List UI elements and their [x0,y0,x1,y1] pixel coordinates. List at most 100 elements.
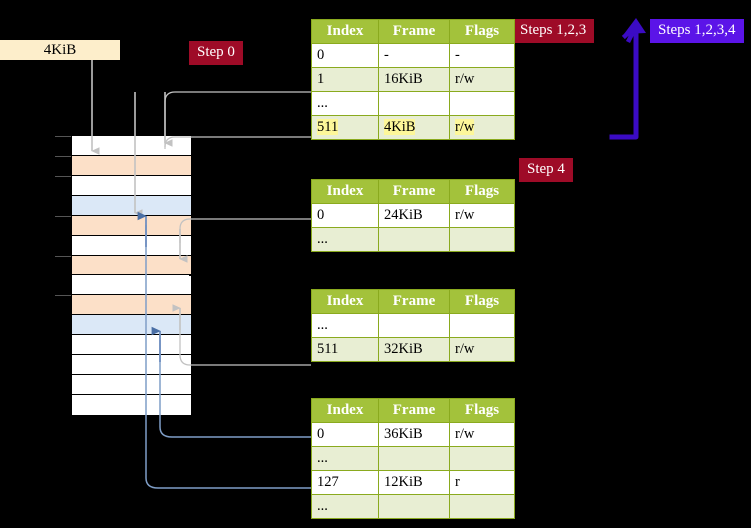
steps-bracket-arrowhead [624,18,646,34]
cell-flags: r/w [449,337,515,362]
cell-frame [378,313,450,338]
memory-frame-row [72,275,191,296]
memory-frame-row [72,175,191,196]
cell-index: ... [311,313,379,338]
cell-frame: 36KiB [378,422,450,447]
cell-frame [378,446,450,471]
memory-frame-row [72,355,191,376]
step4-badge: Step 4 [519,158,573,182]
memory-frame-row [72,235,191,256]
cell-flags [449,227,515,252]
table-row: ... [311,313,515,338]
memory-row-tick [55,136,71,137]
cell-flags [449,313,515,338]
frame-size-label: 4KiB [43,42,77,58]
column-header-flags: Flags [449,179,515,204]
step4-label: Step 4 [527,161,565,177]
column-header-index: Index [311,19,379,44]
step0-label: Step 0 [197,44,235,60]
column-header-flags: Flags [449,19,515,44]
cell-index: 0 [311,203,379,228]
step0-badge: Step 0 [189,41,243,65]
steps1234-label: Steps 1,2,3,4 [658,22,736,38]
steps123-badge: Steps 1,2,3 [512,19,595,43]
highlighted-value: 4KiB [384,119,416,135]
column-header-frame: Frame [378,179,450,204]
cell-flags [449,446,515,471]
cell-frame [378,91,450,116]
connector-t2-row0 [179,218,311,243]
cell-flags: - [449,43,515,68]
column-header-flags: Flags [449,289,515,314]
connector-t3-row511 [179,330,311,366]
highlighted-value: r/w [455,119,475,135]
column-header-index: Index [311,398,379,423]
memory-frame-row [72,295,191,316]
cell-index: ... [311,91,379,116]
cell-index: 511 [311,115,379,140]
cell-flags: r [449,470,515,495]
memory-frame-row [72,255,191,276]
column-header-frame: Frame [378,289,450,314]
table-row: ... [311,494,515,519]
cell-frame: 12KiB [378,470,450,495]
cell-index: 0 [311,422,379,447]
cell-flags: r/w [449,67,515,92]
cell-index: 1 [311,67,379,92]
steps-bracket-arrow [609,22,640,140]
cell-frame: 24KiB [378,203,450,228]
memory-frame-row [72,395,191,415]
column-header-frame: Frame [378,398,450,423]
column-header-flags: Flags [449,398,515,423]
cell-frame: - [378,43,450,68]
steps1234-badge: Steps 1,2,3,4 [650,19,744,43]
cell-flags [449,91,515,116]
memory-frame-row [72,136,191,156]
table-row: 0-- [311,43,515,68]
memory-frame-row [72,335,191,356]
cell-flags: r/w [449,203,515,228]
cell-index: ... [311,227,379,252]
cell-flags [449,494,515,519]
cell-frame: 4KiB [378,115,450,140]
cell-flags: r/w [449,422,515,447]
memory-frame-row [72,215,191,236]
cell-index: 511 [311,337,379,362]
memory-frame-row [72,155,191,176]
memory-row-tick [55,215,71,217]
table-row: ... [311,446,515,471]
memory-row-tick [55,255,71,257]
table-row: 511 4KiB r/w [311,115,515,140]
frame-size-box: 4KiB [0,40,120,60]
cell-index: 0 [311,43,379,68]
steps123-label: Steps 1,2,3 [520,22,587,38]
memory-row-tick [55,175,71,177]
cell-flags: r/w [449,115,515,140]
highlighted-value: 511 [317,119,339,135]
cell-frame [378,227,450,252]
cell-frame: 16KiB [378,67,450,92]
memory-frame-row [72,315,191,336]
table-row: ... [311,91,515,116]
table-row: ... [311,227,515,252]
column-header-frame: Frame [378,19,450,44]
cell-index: 127 [311,470,379,495]
cell-index: ... [311,494,379,519]
cell-frame [378,494,450,519]
memory-frame-row [72,375,191,396]
column-header-index: Index [311,179,379,204]
memory-row-tick [55,295,71,297]
